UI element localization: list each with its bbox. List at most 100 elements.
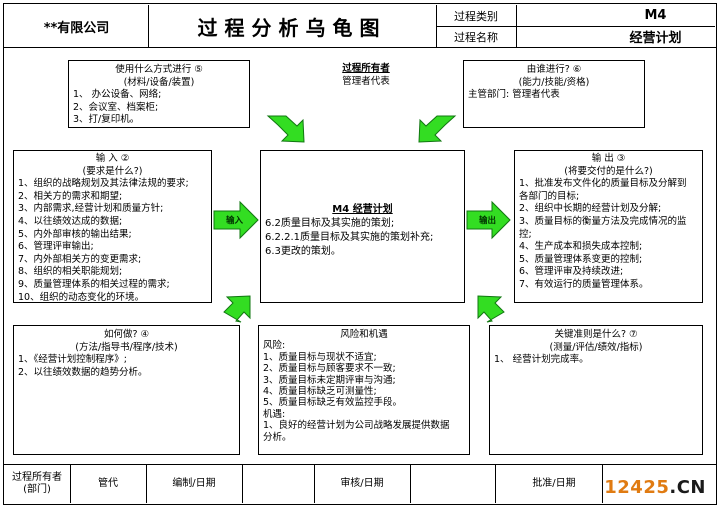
footer-owner-sub: (部门) <box>23 484 51 495</box>
output-item: 各部门的目标; <box>519 190 580 202</box>
who-title: 由谁进行? ⑥ <box>526 64 582 75</box>
means-item: 1、 办公设备、网络; <box>73 89 162 101</box>
divider <box>436 26 715 27</box>
input-title: 输 入 ② <box>95 153 130 164</box>
watermark-suffix: .CN <box>669 477 706 498</box>
footer-approved-label: 批准/日期 <box>532 478 576 489</box>
arrow-right-icon <box>466 200 511 240</box>
input-subtitle: (要求是什么?) <box>82 165 143 177</box>
risk-box: 风险和机遇 风险: 1、质量目标与现状不适宜; 2、质量目标与顾客要求不一致; … <box>258 325 470 455</box>
process-type-value: M4 <box>644 8 667 23</box>
arrow-down-right-icon <box>266 115 305 143</box>
risk-item: 分析。 <box>263 431 292 443</box>
risk-item: 机遇: <box>263 408 286 420</box>
page-frame <box>3 3 717 505</box>
output-item: 1、批准发布文件化的质量目标及分解到 <box>519 178 687 190</box>
divider <box>602 465 603 503</box>
process-item: 6.3更改的策划。 <box>265 246 341 257</box>
arrow-up-right-icon <box>223 295 251 323</box>
input-item: 5、内外部审核的输出结果; <box>18 228 132 240</box>
risk-item: 4、质量目标缺乏可测量性; <box>263 386 377 398</box>
arrow-right-icon <box>213 200 259 240</box>
arrow-up-left-icon <box>477 295 505 323</box>
risk-item: 5、质量目标缺乏有效监控手段。 <box>263 397 403 409</box>
input-box: 输 入 ② (要求是什么?) 1、组织的战略规划及其法律法规的要求; 2、相关方… <box>13 150 212 303</box>
divider <box>4 464 716 465</box>
divider <box>148 5 149 47</box>
input-item: 7、内外部相关方的变更需求; <box>18 253 142 265</box>
divider <box>4 47 716 48</box>
output-title: 输 出 ③ <box>591 153 626 164</box>
input-item: 2、相关方的需求和期望; <box>18 190 123 202</box>
how-subtitle: (方法/指导书/程序/技术) <box>75 341 178 353</box>
output-item: 7、有效运行的质量管理体系。 <box>519 278 649 290</box>
means-item: 2、会议室、档案柜; <box>73 101 159 113</box>
risk-item: 风险: <box>263 340 286 352</box>
footer-owner-label: 过程所有者 <box>12 472 62 483</box>
output-item: 3、质量目标的衡量方法及完成情况的监 <box>519 215 687 227</box>
footer-prepared-label: 编制/日期 <box>172 478 216 489</box>
input-item: 9、质量管理体系的相关过程的需求; <box>18 278 170 290</box>
footer-owner-value: 管代 <box>98 478 118 489</box>
means-box: 使用什么方式进行 ⑤ (材料/设备/装置) 1、 办公设备、网络; 2、会议室、… <box>68 60 250 128</box>
process-type-label: 过程类别 <box>454 9 498 23</box>
kpi-subtitle: (测量/评估/绩效/指标) <box>549 341 643 353</box>
input-arrow-label: 输入 <box>226 216 244 226</box>
who-box: 由谁进行? ⑥ (能力/技能/资格) 主管部门: 管理者代表 <box>463 60 645 128</box>
process-name-label: 过程名称 <box>454 30 498 44</box>
process-title: M4 经营计划 <box>332 204 393 215</box>
output-item: 4、生产成本和损失成本控制; <box>519 241 643 253</box>
process-name-value: 经营计划 <box>629 31 682 46</box>
output-item: 2、组织中长期的经营计划及分解; <box>519 203 662 215</box>
input-item: 10、组织的动态变化的环境。 <box>18 291 145 303</box>
divider <box>495 465 496 503</box>
output-subtitle: (将要交付的是什么?) <box>564 165 653 177</box>
how-box: 如何做? ④ (方法/指导书/程序/技术) 1、《经营计划控制程序》; 2、以往… <box>13 325 240 455</box>
output-item: 5、质量管理体系变更的控制; <box>519 253 643 265</box>
divider <box>242 465 243 503</box>
risk-title: 风险和机遇 <box>340 329 388 340</box>
process-owner-title: 过程所有者 <box>342 63 390 74</box>
risk-item: 1、质量目标与现状不适宜; <box>263 351 377 363</box>
output-item: 控; <box>519 228 532 240</box>
input-item: 1、组织的战略规划及其法律法规的要求; <box>18 178 189 190</box>
footer-reviewed-label: 审核/日期 <box>340 478 384 489</box>
input-item: 8、组织的相关职能规划; <box>18 266 123 278</box>
means-item: 3、打/复印机。 <box>73 114 140 126</box>
page-title: 过程分析乌龟图 <box>197 15 387 40</box>
footer-owner-label-cell: 过程所有者 (部门) <box>5 465 69 503</box>
who-value: 主管部门: 管理者代表 <box>468 89 560 101</box>
how-item: 2、以往绩效数据的趋势分析。 <box>18 366 148 378</box>
process-owner-value: 管理者代表 <box>342 75 390 87</box>
means-title: 使用什么方式进行 ⑤ <box>115 64 203 75</box>
watermark-logo: 12425.CN <box>604 477 706 498</box>
means-subtitle: (材料/设备/装置) <box>123 76 195 88</box>
how-title: 如何做? ④ <box>103 329 150 340</box>
company-name: **有限公司 <box>43 20 110 36</box>
how-item: 1、《经营计划控制程序》; <box>18 354 127 366</box>
input-item: 3、内部需求,经营计划和质量方针; <box>18 203 164 215</box>
output-item: 6、管理评审及持续改进; <box>519 266 624 278</box>
divider <box>410 465 411 503</box>
who-subtitle: (能力/技能/资格) <box>518 76 590 88</box>
process-owner: 过程所有者 管理者代表 <box>318 63 414 88</box>
input-item: 6、管理评审输出; <box>18 241 94 253</box>
output-arrow-label: 输出 <box>479 216 497 226</box>
kpi-title: 关键准则是什么? ⑦ <box>554 329 638 340</box>
divider <box>70 465 71 503</box>
risk-item: 2、质量目标与顾客要求不一致; <box>263 363 396 375</box>
input-item: 4、以往绩效达成的数据; <box>18 215 123 227</box>
process-item: 6.2质量目标及其实施的策划; <box>265 218 395 229</box>
arrow-down-left-icon <box>418 115 457 143</box>
divider <box>314 465 315 503</box>
watermark-number: 12425 <box>604 477 670 498</box>
output-box: 输 出 ③ (将要交付的是什么?) 1、批准发布文件化的质量目标及分解到 各部门… <box>514 150 703 303</box>
process-item: 6.2.2.1质量目标及其实施的策划补充; <box>265 232 434 243</box>
process-box: M4 经营计划 6.2质量目标及其实施的策划; 6.2.2.1质量目标及其实施的… <box>260 150 465 303</box>
divider <box>146 465 147 503</box>
risk-item: 1、良好的经营计划为公司战略发展提供数据 <box>263 420 450 432</box>
kpi-item: 1、 经营计划完成率。 <box>494 354 589 366</box>
risk-item: 3、质量目标未定期评审与沟通; <box>263 374 396 386</box>
kpi-box: 关键准则是什么? ⑦ (测量/评估/绩效/指标) 1、 经营计划完成率。 <box>489 325 703 455</box>
